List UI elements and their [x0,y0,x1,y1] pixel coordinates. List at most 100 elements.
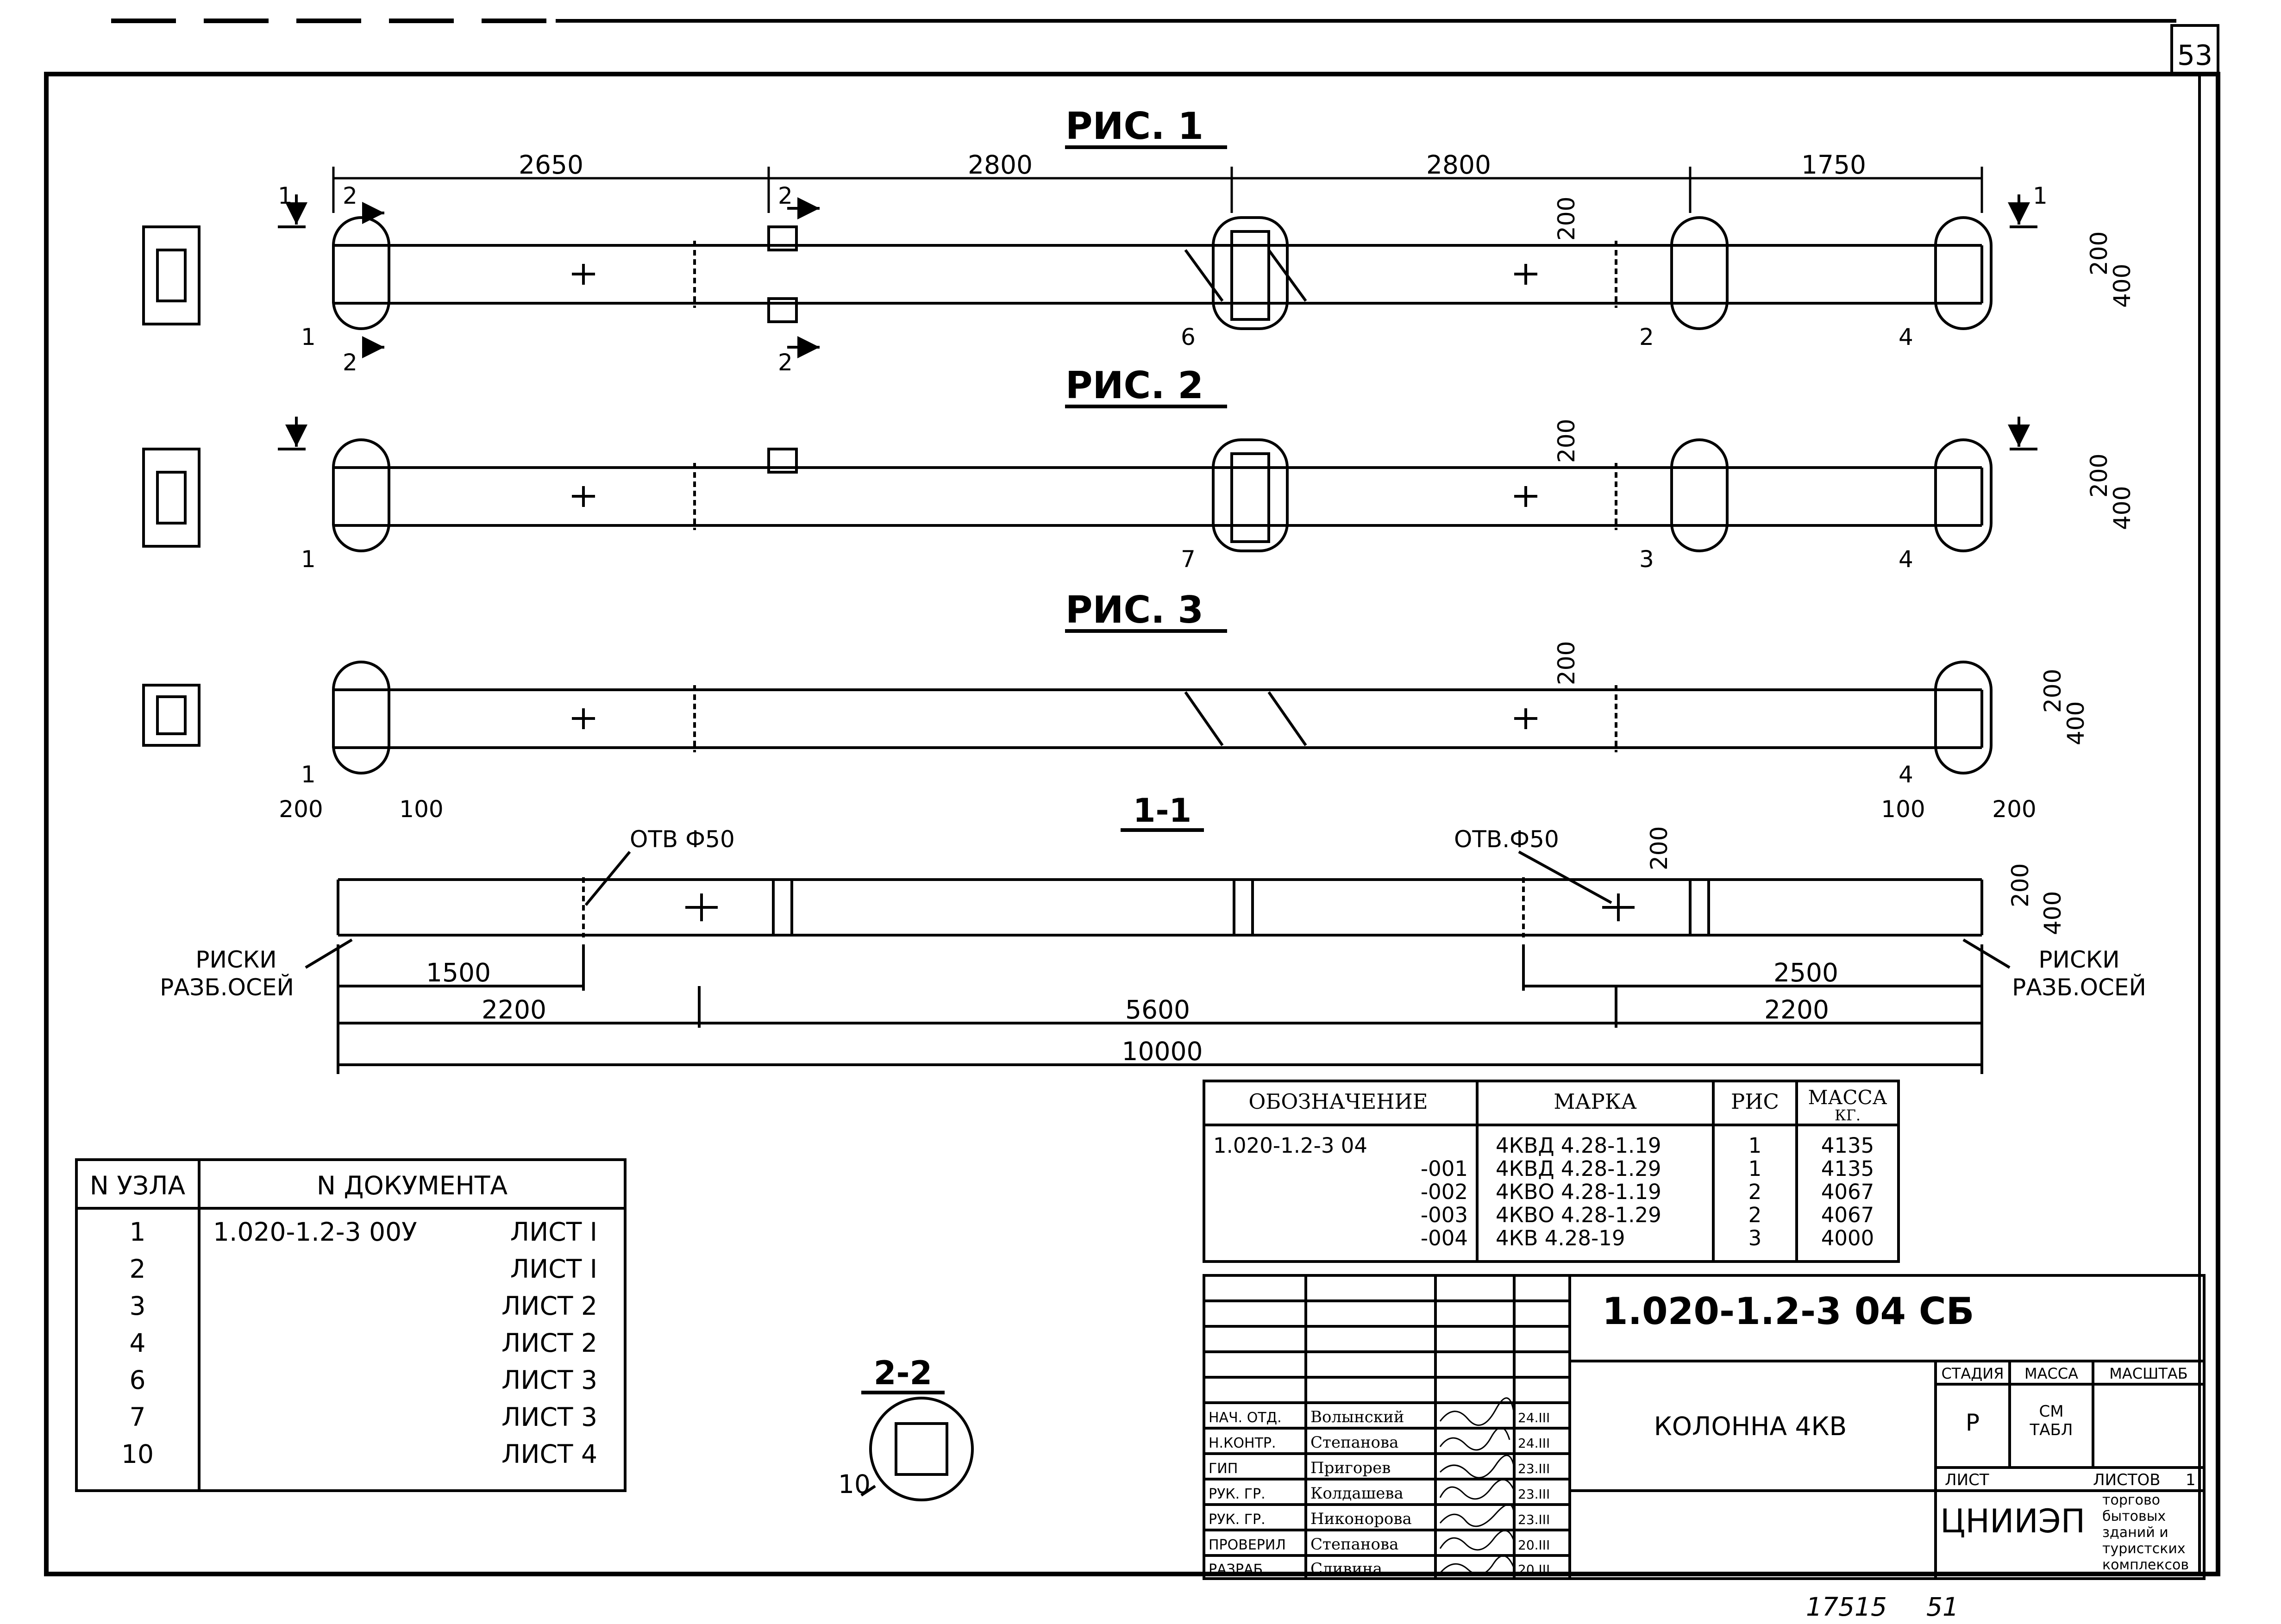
staff-role: ГИП [1209,1461,1238,1477]
title-block [1203,1274,2206,1580]
marks-row-mass: 4135 [1821,1133,1874,1158]
section-1-1-column [305,850,2011,1074]
staff-name: Сливина [1310,1560,1382,1578]
bottom-note-2: 51 [1926,1592,1959,1622]
org-sub-1: торгово [2102,1492,2160,1508]
staff-role: Н.КОНТР. [1209,1435,1276,1451]
bottom-note: 17515 [1806,1592,1887,1622]
staff-date: 24.III [1518,1410,1550,1425]
marks-header-designation: ОБОЗНАЧЕНИЕ [1248,1089,1428,1114]
dim-2200-right: 2200 [1764,995,1829,1024]
fig1-mark-1-node: 1 [301,324,316,350]
risk-left-2: РАЗБ.ОСЕЙ [160,974,294,1001]
stage-label: СТАДИЯ [1942,1365,2004,1382]
fig1-title: РИС. 1 [1065,105,1203,148]
fig1-mark-2-node: 2 [1639,324,1654,350]
fig2-dim-200-top: 200 [1553,419,1580,463]
dim-100-left: 100 [399,796,443,823]
marks-row-mass: 4135 [1821,1156,1874,1181]
section-dim-400: 400 [2039,891,2066,935]
staff-role: РУК. ГР. [1209,1486,1266,1502]
sheets-value: 1 [2186,1471,2196,1489]
section-dim-200-side: 200 [2007,863,2034,907]
marks-header-mark: МАРКА [1554,1089,1636,1114]
staff-date: 23.III [1518,1512,1550,1527]
stage-value: Р [1966,1409,1980,1436]
fig2-column [142,417,2037,552]
hole-label-right: ОТВ.Ф50 [1454,826,1559,853]
nodes-row-node: 4 [130,1328,146,1358]
section-2-2-title: 2-2 [874,1354,932,1392]
dim-2800-a: 2800 [968,150,1033,180]
marks-header-fig: РИС [1731,1089,1779,1114]
fig1-mark-2c: 2 [778,182,793,209]
dim-100-right: 100 [1881,796,1925,823]
staff-role: ПРОВЕРИЛ [1209,1537,1286,1553]
fig2-dim-400: 400 [2109,486,2136,530]
fig1-mark-1-right: 1 [2033,182,2048,209]
marks-row-mark: 4КВ 4.28-19 [1496,1226,1625,1250]
dim-2200-left: 2200 [482,995,546,1024]
dim-10000: 10000 [1122,1037,1203,1066]
staff-date: 20.III [1518,1562,1550,1577]
sheets-label: ЛИСТОВ [2093,1471,2161,1489]
marks-row-fig: 2 [1748,1203,1762,1227]
fig1-mark-1-left: 1 [278,182,293,209]
fig3-title: РИС. 3 [1065,588,1203,631]
fig1-mark-2a: 2 [343,182,357,209]
nodes-row-sheet: ЛИСТ 2 [501,1291,597,1321]
dim-2500: 2500 [1773,958,1838,987]
fig1-mark-4: 4 [1899,324,1913,350]
section-1-1-title: 1-1 [1133,792,1191,830]
marks-table [1203,1080,1900,1263]
fig2-mark-7: 7 [1181,546,1196,573]
title-block-name: КОЛОННА 4КВ [1654,1412,1847,1441]
org-name: ЦНИИЭП [1940,1502,2085,1540]
sheet-label: ЛИСТ [1945,1471,1989,1489]
fig1-dimensions [332,167,1983,213]
nodes-header-doc: N ДОКУМЕНТА [317,1171,508,1200]
fig1-column [332,216,1993,330]
staff-role: РАЗРАБ. [1209,1562,1267,1578]
staff-name: Степанова [1310,1433,1398,1452]
fig1-mark-2d: 2 [778,349,793,376]
staff-name: Никонорова [1310,1510,1412,1528]
fig1-end-section [142,225,201,325]
marks-row-mass: 4067 [1821,1180,1874,1204]
org-sub-2: бытовых [2102,1508,2166,1524]
risk-left-1: РИСКИ [195,946,276,973]
fig3-dim-200-side: 200 [2039,669,2066,713]
fig3-mark-1: 1 [301,761,316,788]
staff-name: Волынский [1310,1408,1404,1426]
staff-date: 20.III [1518,1537,1550,1553]
fig2-dim-200-side: 200 [2086,454,2112,498]
fig1-dim-400: 400 [2109,264,2136,308]
nodes-row-sheet: ЛИСТ I [510,1217,597,1247]
dim-5600: 5600 [1125,995,1190,1024]
dim-1750: 1750 [1801,150,1866,180]
nodes-row-node: 1 [130,1217,146,1247]
marks-row-designation: 1.020-1.2-3 04 [1213,1133,1367,1158]
dim-2650: 2650 [519,150,583,180]
fig2-mark-4: 4 [1899,546,1913,573]
risk-right-1: РИСКИ [2038,946,2119,973]
marks-row-mark: 4КВД 4.28-1.29 [1496,1156,1661,1181]
org-sub-3: зданий и [2102,1524,2168,1541]
marks-row-designation: -001 [1421,1156,1468,1181]
mass-ref-2: ТАБЛ [2030,1421,2073,1439]
fig1-dim-200-side: 200 [2086,231,2112,275]
dim-2800-b: 2800 [1426,150,1491,180]
dim-1500: 1500 [426,958,491,987]
marks-header-mass: МАССА [1808,1086,1887,1109]
nodes-row-node: 10 [121,1439,154,1469]
staff-name: Пригорев [1310,1459,1391,1477]
marks-row-designation: -002 [1421,1180,1468,1204]
nodes-row-node: 2 [130,1254,146,1284]
fig2-mark-3: 3 [1639,546,1654,573]
staff-name: Колдашева [1310,1484,1404,1503]
staff-date: 23.III [1518,1487,1550,1502]
staff-date: 23.III [1518,1461,1550,1476]
nodes-row-node: 6 [130,1365,146,1395]
nodes-row-node: 7 [130,1402,146,1432]
